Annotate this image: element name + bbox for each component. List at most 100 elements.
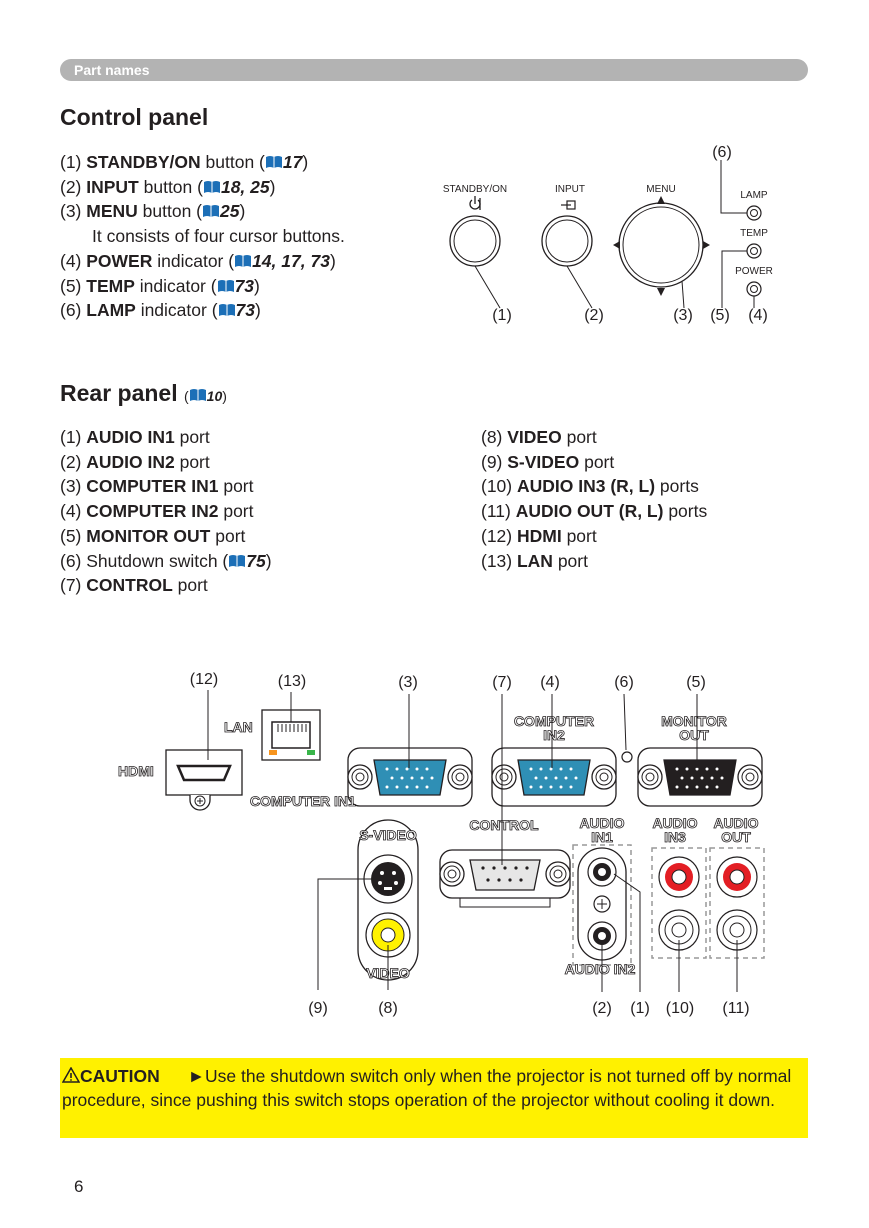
item-suffix: ports <box>663 501 708 522</box>
list-item: (9) S-VIDEO port <box>481 450 707 475</box>
rear-callout-2: (2) <box>592 1000 612 1017</box>
audio-out-label-b: OUT <box>721 829 751 845</box>
menu-button[interactable] <box>618 202 704 288</box>
list-item: (2) AUDIO IN2 port <box>60 450 272 475</box>
item-suffix: port <box>579 451 615 472</box>
computer-in1-port <box>347 747 473 807</box>
item-number: (8) <box>481 427 508 447</box>
callout-3: (3) <box>673 307 693 324</box>
caution-message: ►Use the shutdown switch only when the p… <box>62 1066 792 1110</box>
rear-callout-9: (9) <box>308 1000 328 1017</box>
svideo-label: S-VIDEO <box>359 827 417 843</box>
item-name: LAMP <box>86 300 136 321</box>
temp-label: TEMP <box>740 228 768 239</box>
item-ref: 75 <box>246 550 266 571</box>
item-suffix: button ( <box>137 201 202 222</box>
standby-label: STANDBY/ON <box>443 184 507 195</box>
list-item: (6) Shutdown switch (75) <box>60 549 272 574</box>
list-item: (1) AUDIO IN1 port <box>60 425 272 450</box>
item-number: (5) <box>60 275 87 296</box>
item-suffix: port <box>174 427 210 447</box>
monitor-out-label-a: MONITOR <box>661 713 727 729</box>
rear-callout-11: (11) <box>722 1000 749 1017</box>
audio-in1-label-b: IN1 <box>591 829 613 845</box>
item-close: ) <box>265 550 272 571</box>
item-suffix: button ( <box>138 176 203 197</box>
page-number: 6 <box>74 1177 84 1196</box>
item-close: ) <box>255 300 261 321</box>
computer-in2-label-b: IN2 <box>543 727 565 743</box>
list-item: (13) LAN port <box>481 549 707 574</box>
input-arrow-icon <box>561 200 576 210</box>
item-name: TEMP <box>86 275 135 296</box>
item-close: ) <box>239 201 246 222</box>
list-item: (12) HDMI port <box>481 524 707 549</box>
svideo-video-block <box>357 819 419 981</box>
list-item: (7) CONTROL port <box>60 573 272 598</box>
rear-callout-10: (10) <box>666 1000 694 1017</box>
control-label: CONTROL <box>469 817 539 833</box>
item-number: (3) <box>60 201 87 222</box>
item-suffix: port <box>561 427 597 447</box>
list-item: (3) COMPUTER IN1 port <box>60 474 272 499</box>
item-ref: 73 <box>235 300 255 321</box>
item-name: CONTROL <box>86 575 173 596</box>
item-name: HDMI <box>516 525 562 546</box>
item-ref: 17 <box>282 152 303 172</box>
item-name: STANDBY/ON <box>86 152 201 172</box>
callout-5: (5) <box>710 307 730 324</box>
book-icon <box>229 554 246 567</box>
item-number: (6) <box>60 550 87 571</box>
item-name: POWER <box>86 250 153 271</box>
item-number: (6) <box>60 300 87 321</box>
item-suffix: indicator ( <box>152 250 235 271</box>
audio-in3-label-a: AUDIO <box>652 815 697 831</box>
item-number: (12) <box>481 525 517 546</box>
list-item: (2) INPUT button (18, 25) <box>60 175 345 200</box>
item-number: (4) <box>60 250 87 271</box>
audio-out-block <box>709 847 765 959</box>
list-item: It consists of four cursor buttons. <box>60 224 345 249</box>
book-icon <box>265 156 282 168</box>
item-number: (13) <box>481 550 517 571</box>
item-suffix: ports <box>655 476 699 497</box>
rear-panel-ref: 10 <box>206 388 223 404</box>
section-label: Part names <box>74 62 150 78</box>
item-ref: 25 <box>220 201 240 222</box>
rear-panel-title: Rear panel <box>60 380 178 406</box>
item-suffix: port <box>552 550 588 571</box>
rear-callout-3: (3) <box>398 674 418 691</box>
computer-in2-port <box>491 747 617 807</box>
item-suffix: port <box>172 575 208 596</box>
rear-callout-7: (7) <box>492 674 512 691</box>
item-number: (9) <box>481 451 508 472</box>
item-suffix: port <box>561 525 597 546</box>
rear-panel-diagram: (12) (13) (3) (7) (4) (6) (5) HDMI LAN C… <box>118 671 765 1017</box>
item-close: ) <box>329 250 336 271</box>
item-close: ) <box>254 275 260 296</box>
item-number: (4) <box>60 501 87 522</box>
section-bar: Part names <box>60 59 808 81</box>
lan-label: LAN <box>224 719 253 735</box>
item-suffix: port <box>174 451 210 472</box>
monitor-out-port <box>637 747 763 807</box>
rear-callout-6: (6) <box>614 674 634 691</box>
lamp-indicator <box>746 205 762 221</box>
book-icon <box>217 279 234 292</box>
rear-callout-1: (1) <box>630 1000 650 1017</box>
control-panel-diagram: STANDBY/ON INPUT MENU LAMP TEMP POWER <box>443 144 773 324</box>
power-symbol-icon <box>469 196 481 210</box>
item-number: (3) <box>60 476 87 497</box>
rear-callout-13: (13) <box>278 673 306 690</box>
input-button[interactable] <box>541 215 593 267</box>
item-close: ) <box>302 152 309 172</box>
power-label: POWER <box>735 266 773 277</box>
item-suffix: port <box>210 525 246 546</box>
temp-indicator <box>746 243 762 259</box>
control-panel-title: Control panel <box>60 104 209 130</box>
control-panel-list: (1) STANDBY/ON button (17)(2) INPUT butt… <box>60 150 345 323</box>
shutdown-switch[interactable] <box>621 751 633 763</box>
rear-panel-list-left: (1) AUDIO IN1 port(2) AUDIO IN2 port(3) … <box>60 425 272 598</box>
list-item: (8) VIDEO port <box>481 425 707 450</box>
standby-button[interactable] <box>449 215 501 267</box>
